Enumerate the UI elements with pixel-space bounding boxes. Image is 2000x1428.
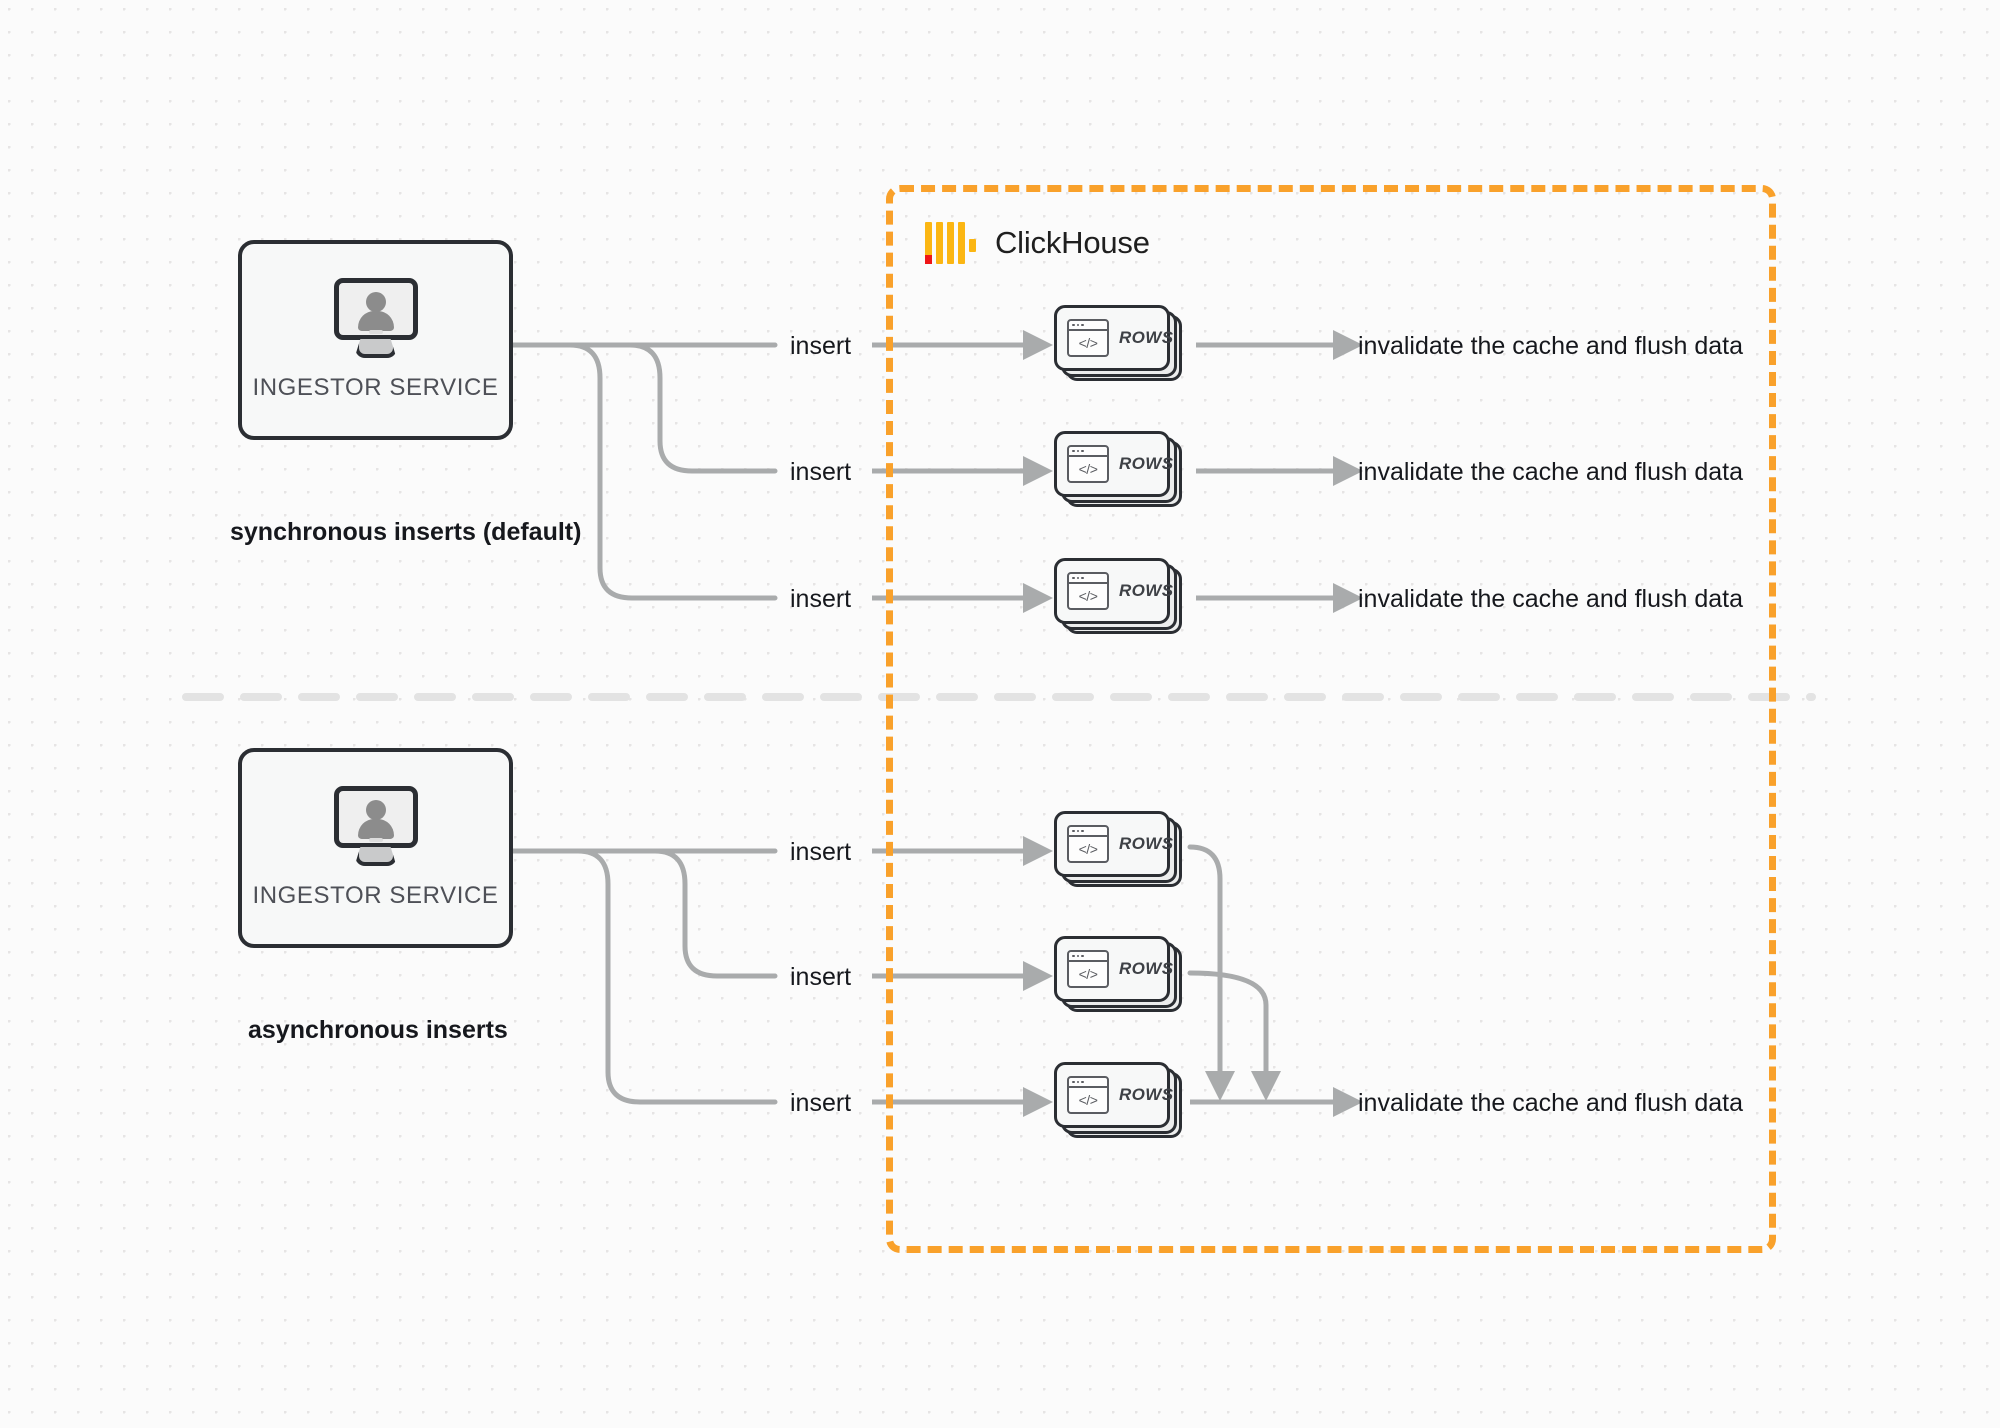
- rows-card-label: ROWS: [1119, 454, 1174, 473]
- result-label-sync-2: invalidate the cache and flush data: [1358, 458, 1743, 486]
- result-label-sync-1: invalidate the cache and flush data: [1358, 332, 1743, 360]
- code-window-icon: </>: [1067, 950, 1109, 988]
- rows-card-async-2[interactable]: </> ROWS: [1054, 936, 1182, 1012]
- async-line-row3: [575, 848, 778, 1105]
- insert-label-sync-2: insert: [790, 458, 852, 486]
- code-window-icon: </>: [1067, 572, 1109, 610]
- rows-card-sync-3[interactable]: </> ROWS: [1054, 558, 1182, 634]
- monitor-user-icon: [330, 278, 422, 360]
- insert-label-sync-1: insert: [790, 332, 852, 360]
- ingestor-service-sync[interactable]: INGESTOR SERVICE: [238, 240, 513, 440]
- sync-line-row3: [567, 342, 778, 601]
- insert-label-async-2: insert: [790, 963, 852, 991]
- caption-synchronous: synchronous inserts (default): [230, 518, 582, 546]
- code-window-icon: </>: [1067, 825, 1109, 863]
- ingestor-service-async[interactable]: INGESTOR SERVICE: [238, 748, 513, 948]
- insert-label-async-1: insert: [790, 838, 852, 866]
- async-line-row2: [652, 848, 778, 979]
- insert-label-sync-3: insert: [790, 585, 852, 613]
- rows-card-sync-2[interactable]: </> ROWS: [1054, 431, 1182, 507]
- sync-line-row2: [627, 342, 778, 474]
- clickhouse-logo: ClickHouse: [925, 222, 1150, 264]
- clickhouse-mark-icon: [925, 222, 976, 264]
- rows-card-label: ROWS: [1119, 328, 1174, 347]
- ingestor-service-label-sync: INGESTOR SERVICE: [252, 374, 499, 401]
- result-label-sync-3: invalidate the cache and flush data: [1358, 585, 1743, 613]
- rows-card-async-1[interactable]: </> ROWS: [1054, 811, 1182, 887]
- rows-card-label: ROWS: [1119, 959, 1174, 978]
- caption-asynchronous: asynchronous inserts: [248, 1016, 508, 1044]
- rows-card-label: ROWS: [1119, 581, 1174, 600]
- clickhouse-name: ClickHouse: [995, 225, 1150, 260]
- rows-card-sync-1[interactable]: </> ROWS: [1054, 305, 1182, 381]
- rows-card-async-3[interactable]: </> ROWS: [1054, 1062, 1182, 1138]
- result-label-async: invalidate the cache and flush data: [1358, 1089, 1743, 1117]
- rows-card-label: ROWS: [1119, 834, 1174, 853]
- ingestor-service-label-async: INGESTOR SERVICE: [252, 882, 499, 909]
- code-window-icon: </>: [1067, 1076, 1109, 1114]
- code-window-icon: </>: [1067, 319, 1109, 357]
- monitor-user-icon: [330, 786, 422, 868]
- insert-label-async-3: insert: [790, 1089, 852, 1117]
- clickhouse-boundary: [886, 185, 1776, 1253]
- rows-card-label: ROWS: [1119, 1085, 1174, 1104]
- code-window-icon: </>: [1067, 445, 1109, 483]
